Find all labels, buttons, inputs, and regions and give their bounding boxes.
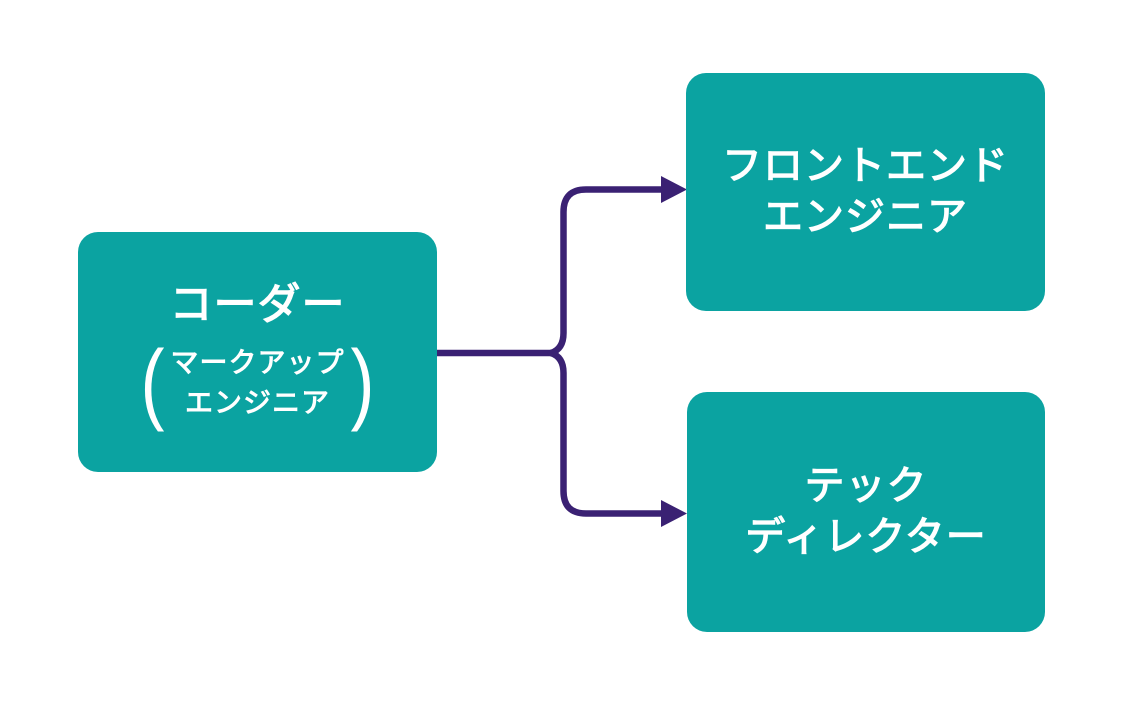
node-coder: コーダー ( マークアップ エンジニア ) [78, 232, 437, 472]
tech-label: テック ディレクター [745, 461, 987, 563]
frontend-label-line1: フロントエンド [722, 144, 1009, 189]
frontend-label: フロントエンド エンジニア [722, 141, 1009, 243]
connector-branch-top [547, 186, 667, 357]
tech-label-line1: テック [804, 464, 928, 509]
paren-close: ) [350, 332, 375, 433]
coder-title: コーダー [169, 281, 346, 330]
coder-subtitle: ( マークアップ エンジニア ) [139, 338, 377, 428]
arrowhead-bottom-icon [661, 500, 687, 527]
arrowhead-top-icon [661, 176, 687, 203]
connector-branch-bottom [547, 349, 667, 517]
tech-label-line2: ディレクター [745, 515, 987, 559]
coder-subtitle-lines: マークアップ エンジニア [170, 343, 344, 421]
frontend-label-line2: エンジニア [763, 195, 968, 239]
coder-subtitle-line1: マークアップ [170, 347, 345, 379]
paren-open: ( [140, 332, 165, 433]
coder-subtitle-line2: エンジニア [184, 386, 330, 418]
node-tech-director: テック ディレクター [687, 392, 1045, 632]
node-frontend-engineer: フロントエンド エンジニア [686, 73, 1045, 311]
